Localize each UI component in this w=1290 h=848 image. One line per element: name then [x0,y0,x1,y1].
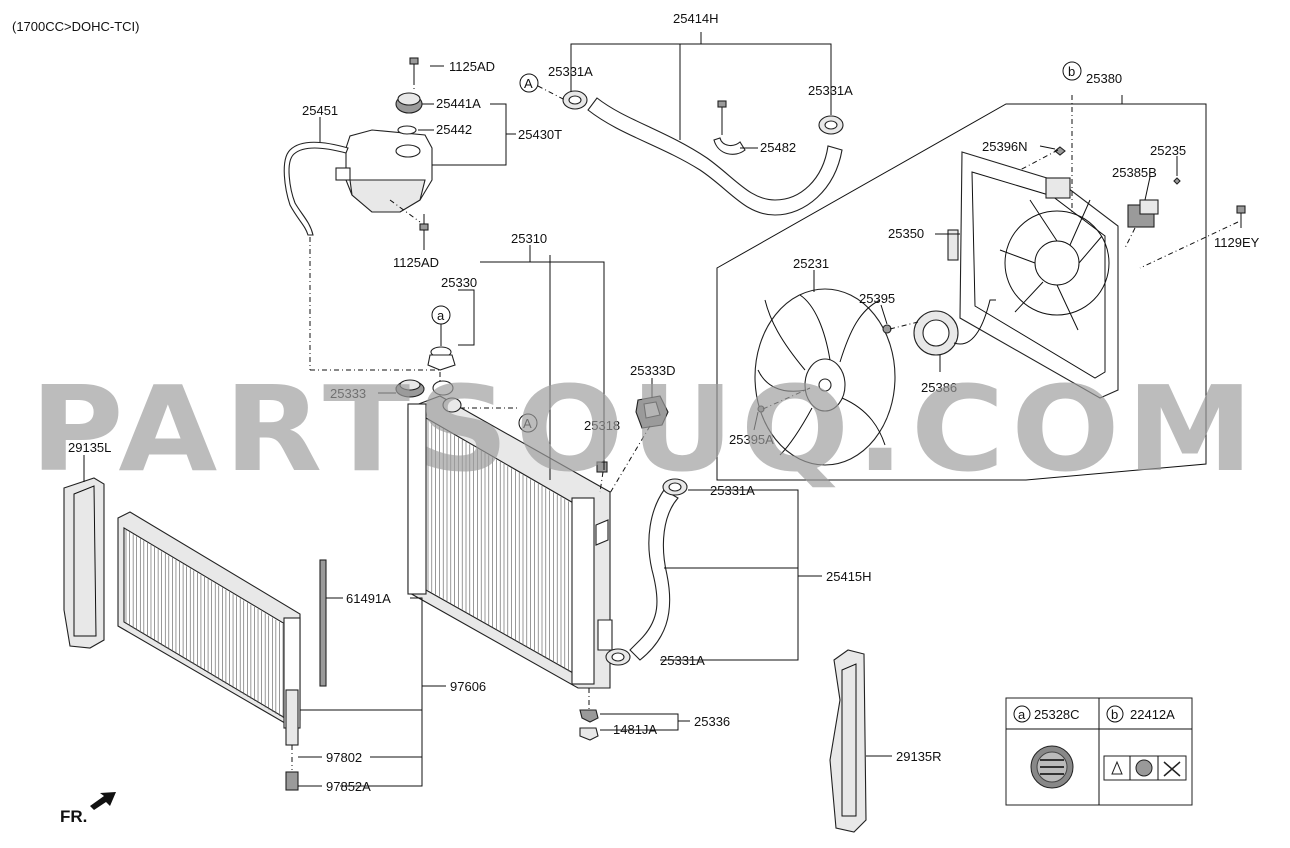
part-25442-label[interactable]: 25442 [436,122,472,137]
front-direction-indicator: FR. [60,792,116,826]
part-25386-label[interactable]: 25386 [921,380,957,395]
hose-bracket[interactable] [713,100,746,155]
seal-strip[interactable] [319,559,327,687]
legend-25328C-label[interactable]: 25328C [1034,707,1080,722]
callout-b-marker [1062,61,1082,81]
radiator[interactable] [407,395,613,689]
part-25333-label[interactable]: 25333 [330,386,366,401]
part-25441A-label[interactable]: 25441A [436,96,481,111]
radiator-mount[interactable] [635,395,669,429]
part-29135R-label[interactable]: 29135R [896,749,942,764]
part-61491A-label[interactable]: 61491A [346,591,391,606]
part-25451-label[interactable]: 25451 [302,103,338,118]
part-25350-label[interactable]: 25350 [888,226,924,241]
part-1481JA-label[interactable]: 1481JA [613,722,657,737]
upper-hose-clamp-right[interactable] [818,115,844,135]
part-25318-label[interactable]: 25318 [584,418,620,433]
front-arrow-icon [90,792,116,810]
part-97802-label[interactable]: 97802 [326,750,362,765]
engine-spec-header: (1700CC>DOHC-TCI) [12,19,140,34]
fan-screw-icon [1173,177,1181,185]
lower-radiator-hose[interactable] [629,489,679,661]
radiator-drain[interactable] [596,461,608,473]
fan-resistor[interactable] [1127,199,1159,228]
part-25380-label[interactable]: 25380 [1086,71,1122,86]
warning-label-icon [1103,755,1187,781]
reservoir-bolt-top-icon [409,57,419,80]
shroud-nut-icon [1054,146,1066,156]
callout-A-lower-marker [518,413,538,433]
part-25331A-upper-left-label[interactable]: 25331A [548,64,593,79]
upper-hose-clamp-left[interactable] [562,90,588,110]
receiver-dryer[interactable] [285,689,299,746]
callout-b-text: b [1068,64,1075,79]
reservoir-cap[interactable] [395,92,423,114]
drain-plug[interactable] [579,709,599,723]
part-97606-label[interactable]: 97606 [450,679,486,694]
part-25414H-label[interactable]: 25414H [673,11,719,26]
watermark: PARTSOUQ.COM [30,360,1260,498]
callout-a-text: a [437,308,445,323]
condenser[interactable] [117,511,301,729]
part-1125AD-bottom-label[interactable]: 1125AD [393,255,439,270]
part-25430T-label[interactable]: 25430T [518,127,562,142]
part-25482-label[interactable]: 25482 [760,140,796,155]
air-guard-left[interactable] [63,477,105,649]
air-guard-right[interactable] [829,649,867,833]
upper-radiator-hose[interactable] [587,97,843,216]
part-25331A-lower-bottom-label[interactable]: 25331A [660,653,705,668]
part-25336-label[interactable]: 25336 [694,714,730,729]
part-1125AD-top-label[interactable]: 1125AD [449,59,495,74]
legend-table: a 25328C b 22412A [1005,697,1193,806]
part-25395A-label[interactable]: 25395A [729,432,774,447]
part-25330-label[interactable]: 25330 [441,275,477,290]
part-25231-label[interactable]: 25231 [793,256,829,271]
legend-22412A-label[interactable]: 22412A [1130,707,1175,722]
caution-label-icon [1030,745,1074,789]
fan-assembly-frame [716,103,1207,481]
part-25415H-label[interactable]: 25415H [826,569,872,584]
coolant-reservoir[interactable] [335,129,433,213]
lower-hose-clamp-top[interactable] [662,478,688,496]
part-25333D-label[interactable]: 25333D [630,363,676,378]
part-25235-label[interactable]: 25235 [1150,143,1186,158]
part-25331A-lower-top-label[interactable]: 25331A [710,483,755,498]
lower-hose-clamp-bottom[interactable] [605,648,631,666]
shroud-bolt-icon [1236,205,1246,228]
part-25395-label[interactable]: 25395 [859,291,895,306]
part-25385B-label[interactable]: 25385B [1112,165,1157,180]
cooling-fan[interactable] [754,288,896,466]
part-25331A-upper-right-label[interactable]: 25331A [808,83,853,98]
dryer-plug[interactable] [285,771,299,791]
reservoir-bolt-bottom-icon [419,214,429,231]
plug-nut[interactable] [579,727,599,741]
part-1129EY-label[interactable]: 1129EY [1214,235,1260,250]
fan-motor[interactable] [913,299,996,356]
part-97852A-label[interactable]: 97852A [326,779,371,794]
radiator-filler-neck[interactable] [427,346,456,371]
callout-A-lower-text: A [523,416,532,431]
legend-b-marker: b [1111,707,1118,722]
callout-A-upper-text: A [524,76,533,91]
fan-nut-icon [882,324,892,334]
part-25396N-label[interactable]: 25396N [982,139,1028,154]
part-29135L-label[interactable]: 29135L [68,440,111,455]
legend-a-marker: a [1018,707,1026,722]
shroud[interactable] [947,151,1119,399]
fan-assembly-group [716,95,1246,481]
radiator-filler-cap[interactable] [395,379,454,398]
overflow-hose[interactable] [283,141,349,236]
reservoir-oring[interactable] [397,125,417,135]
part-25310-label[interactable]: 25310 [511,231,547,246]
callout-A-upper-marker [519,73,539,93]
front-label: FR. [60,807,87,826]
